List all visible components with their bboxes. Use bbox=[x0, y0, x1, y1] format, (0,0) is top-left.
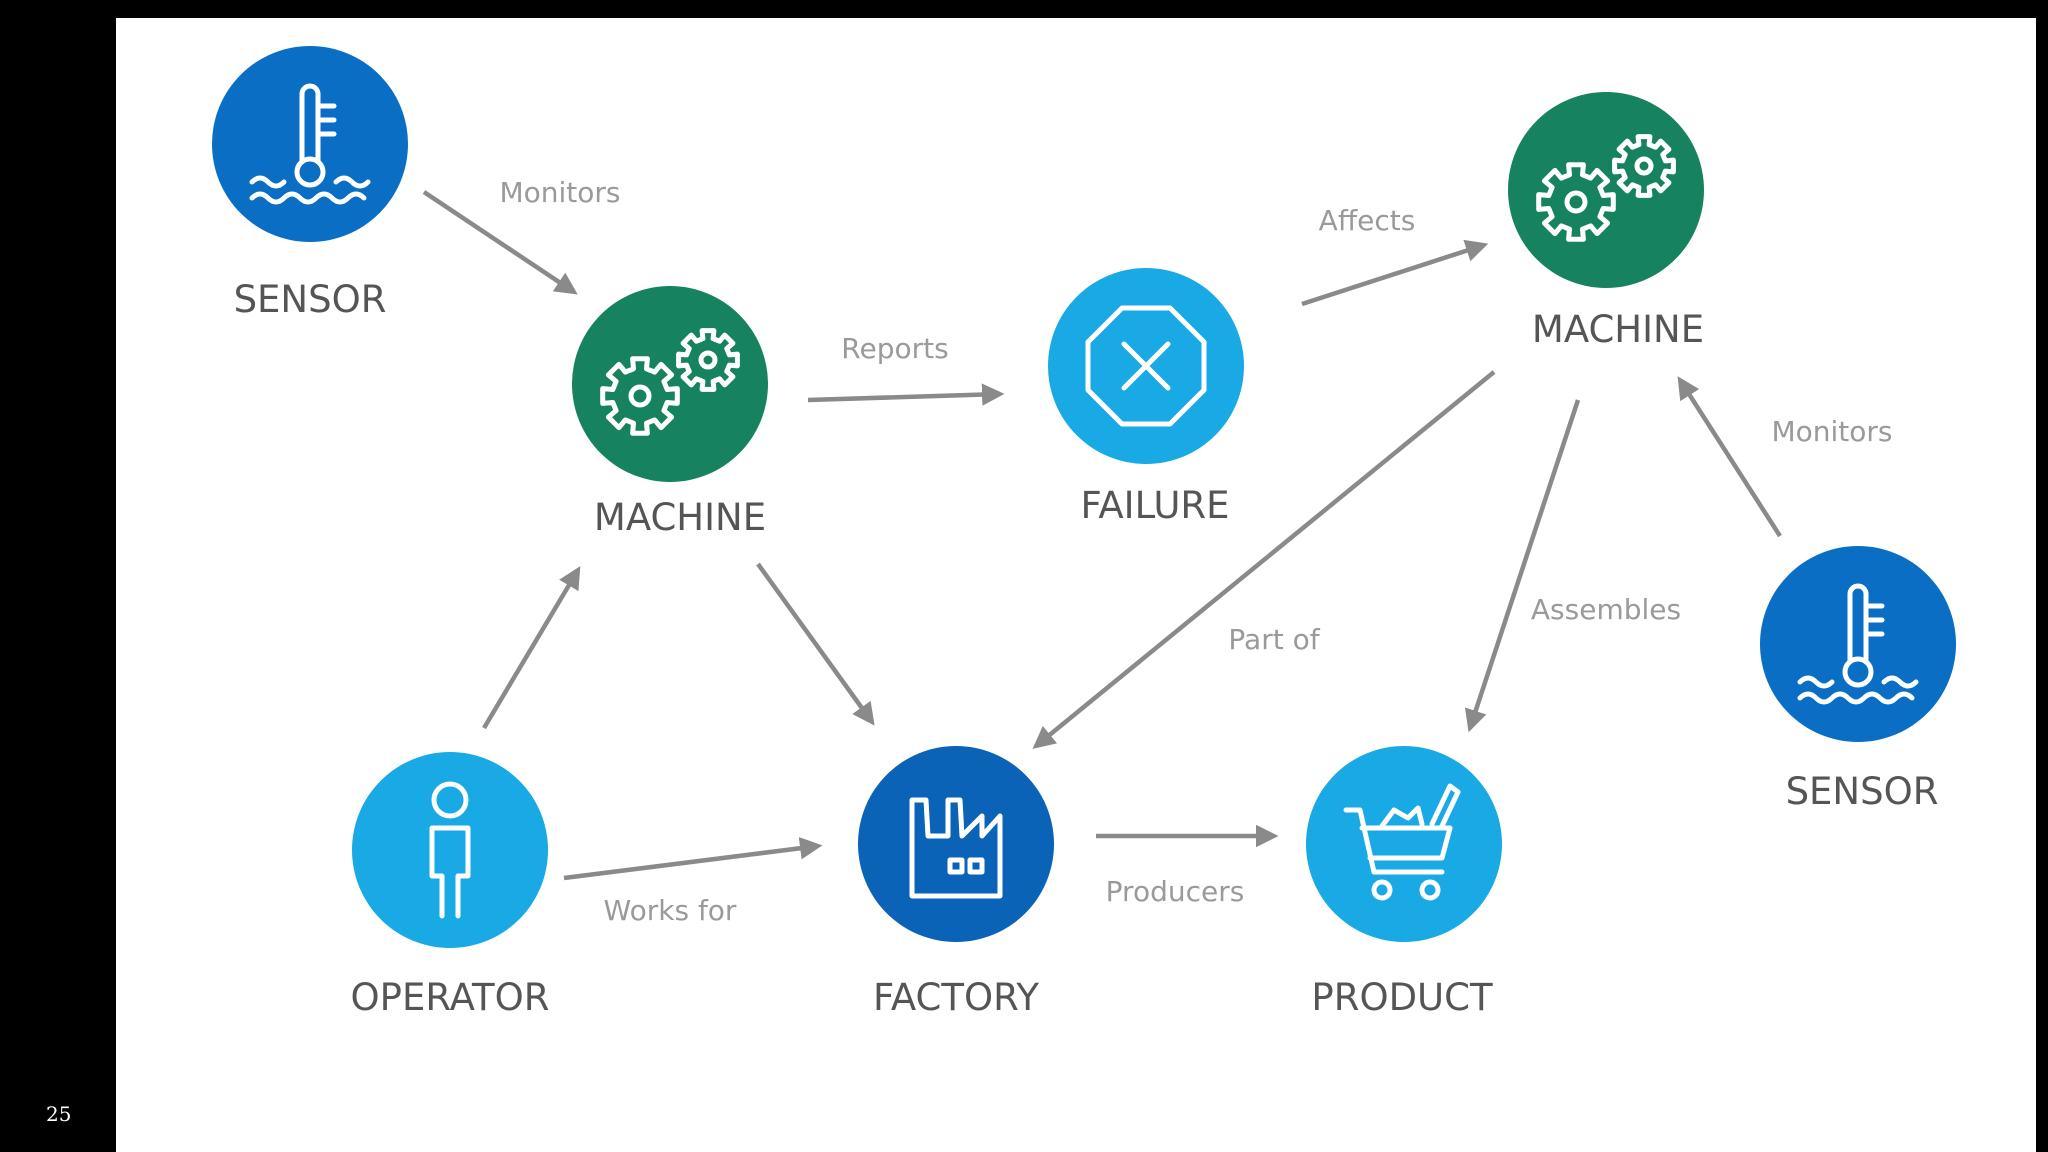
factory-icon bbox=[909, 797, 1003, 899]
machine-node-circle bbox=[572, 286, 768, 482]
node-label: FAILURE bbox=[1080, 484, 1229, 527]
sensor-node-circle bbox=[1760, 546, 1956, 742]
edges bbox=[422, 190, 1782, 881]
node-label: PRODUCT bbox=[1311, 976, 1493, 1019]
node-sensor-1[interactable]: SENSOR bbox=[212, 46, 408, 321]
node-sensor-2[interactable]: SENSOR bbox=[1760, 546, 1956, 813]
node-failure[interactable]: FAILURE bbox=[1048, 268, 1244, 527]
factory-node-circle bbox=[858, 746, 1054, 942]
node-label: MACHINE bbox=[1532, 308, 1704, 351]
edge-machine2-partof-factory bbox=[1032, 370, 1496, 749]
node-machine-1[interactable]: MACHINE bbox=[572, 286, 768, 539]
gear-hole bbox=[1564, 190, 1588, 214]
edge-failure-affects-machine2 bbox=[1301, 239, 1489, 307]
node-machine-2[interactable]: MACHINE bbox=[1508, 92, 1704, 351]
edge-label-part-of: Part of bbox=[1228, 623, 1320, 656]
edge-operator-machine1 bbox=[482, 566, 581, 730]
edge-machine1-factory bbox=[756, 562, 875, 726]
node-label: SENSOR bbox=[234, 278, 387, 321]
page-number: 25 bbox=[46, 1102, 72, 1126]
node-label: SENSOR bbox=[1786, 770, 1939, 813]
slide-canvas bbox=[116, 18, 2036, 1152]
edge-label-works-for: Works for bbox=[604, 894, 737, 927]
node-label: OPERATOR bbox=[351, 976, 550, 1019]
edge-sensor1-monitors-machine1 bbox=[422, 190, 578, 295]
edge-machine2-assembles-product bbox=[1464, 399, 1581, 733]
gear-shape bbox=[1536, 162, 1616, 242]
edge-label-affects: Affects bbox=[1319, 204, 1416, 237]
edge-label-reports: Reports bbox=[841, 332, 948, 365]
gear-shape bbox=[600, 356, 680, 436]
octagon-x-icon bbox=[1085, 305, 1207, 427]
gears-icon bbox=[600, 328, 740, 436]
edge-label-monitors-1: Monitors bbox=[499, 176, 620, 209]
operator-node-circle bbox=[352, 752, 548, 948]
edge-label-assembles: Assembles bbox=[1531, 593, 1681, 626]
node-label: FACTORY bbox=[873, 976, 1039, 1019]
thermometer-water-icon bbox=[1797, 583, 1919, 705]
edge-machine1-reports-failure bbox=[807, 383, 1005, 406]
edge-sensor2-monitors-machine2 bbox=[1677, 376, 1782, 538]
node-label: MACHINE bbox=[594, 496, 766, 539]
edge-label-monitors-2: Monitors bbox=[1771, 415, 1892, 448]
node-operator[interactable]: OPERATOR bbox=[351, 752, 550, 1019]
machine-node-circle bbox=[1508, 92, 1704, 288]
gears-icon bbox=[1536, 134, 1676, 242]
gear-shape bbox=[676, 328, 740, 392]
shopping-cart-icon bbox=[1343, 783, 1461, 901]
gear-hole bbox=[628, 384, 652, 408]
sensor-node-circle bbox=[212, 46, 408, 242]
node-product[interactable]: PRODUCT bbox=[1306, 746, 1502, 1019]
edge-labels: Monitors Reports Affects Monitors Part o… bbox=[499, 176, 1892, 927]
thermometer-water-icon bbox=[249, 83, 371, 205]
gear-hole bbox=[1634, 156, 1654, 176]
edge-label-producers: Producers bbox=[1106, 875, 1245, 908]
edge-operator-worksfor-factory bbox=[563, 837, 823, 881]
product-node-circle bbox=[1306, 746, 1502, 942]
node-factory[interactable]: FACTORY bbox=[858, 746, 1054, 1019]
gear-shape bbox=[1612, 134, 1676, 198]
gear-hole bbox=[698, 350, 718, 370]
person-icon bbox=[429, 781, 471, 919]
